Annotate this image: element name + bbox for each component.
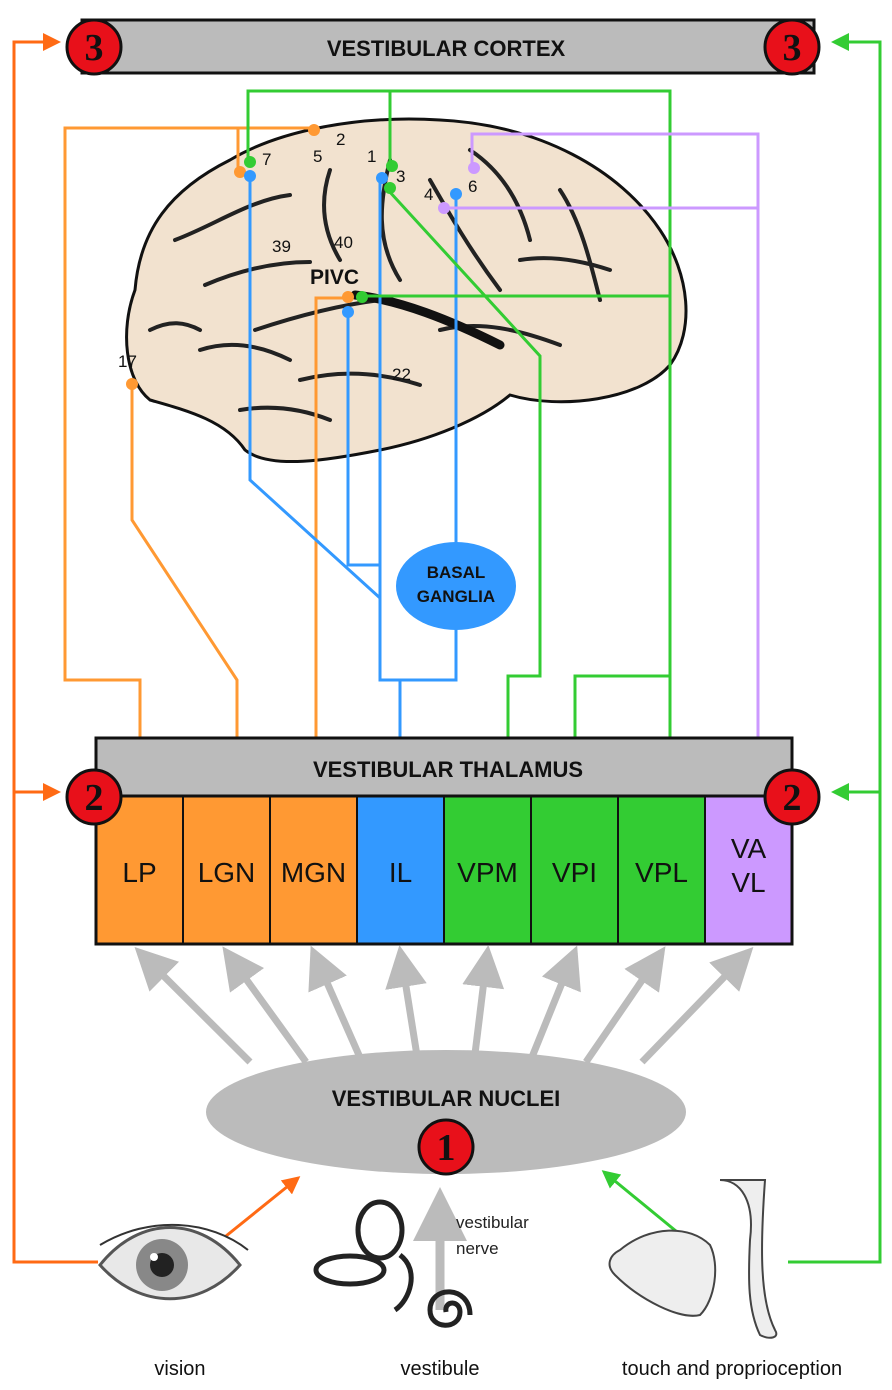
area-2-label: 2 bbox=[336, 130, 345, 149]
hand-and-leg-icon bbox=[608, 1179, 778, 1339]
area-4-label: 4 bbox=[424, 185, 433, 204]
level-badge-number: 2 bbox=[85, 777, 104, 819]
eye-icon bbox=[98, 1223, 249, 1301]
level-badge-number: 3 bbox=[85, 27, 104, 69]
thalamic-nucleus-label: VPM bbox=[457, 857, 518, 888]
level-badge bbox=[763, 18, 821, 76]
touch-proprioception-label: touch and proprioception bbox=[622, 1358, 842, 1380]
orange-pathways bbox=[63, 126, 348, 738]
vestibule-label: vestibule bbox=[401, 1358, 480, 1380]
area-5-label: 5 bbox=[313, 147, 322, 166]
thalamic-nucleus-label: MGN bbox=[281, 857, 346, 888]
basal-ganglia-label-2: GANGLIA bbox=[417, 587, 495, 606]
brain-illustration bbox=[125, 117, 688, 464]
nuclei-to-thalamus-arrows bbox=[134, 945, 754, 1065]
area-40-label: 40 bbox=[334, 233, 353, 252]
vestibular-cortex-title: VESTIBULAR CORTEX bbox=[327, 36, 566, 61]
brain-area-labels: 7 5 2 1 3 4 6 39 40 17 22 PIVC bbox=[118, 130, 477, 384]
proprioception-to-cortex-arrow bbox=[601, 33, 882, 1264]
gray-arrow bbox=[462, 945, 505, 1063]
vestibular-thalamus-title: VESTIBULAR THALAMUS bbox=[313, 757, 583, 782]
gray-arrow bbox=[308, 945, 366, 1064]
purple-pathways bbox=[445, 132, 760, 738]
gray-arrow bbox=[222, 946, 309, 1065]
pivc-label: PIVC bbox=[310, 266, 359, 289]
area-3-label: 3 bbox=[396, 167, 405, 186]
cortical-endpoints bbox=[126, 124, 480, 390]
area-6-label: 6 bbox=[468, 177, 477, 196]
inner-ear-icon bbox=[313, 1199, 473, 1328]
thalamic-nucleus-label: VPL bbox=[635, 857, 688, 888]
area-17-label: 17 bbox=[118, 352, 137, 371]
level-badge-number: 1 bbox=[437, 1127, 456, 1169]
green-pathways bbox=[246, 89, 672, 738]
level-badge bbox=[65, 768, 123, 826]
gray-arrow bbox=[385, 945, 427, 1063]
vestibular-nuclei-title: VESTIBULAR NUCLEI bbox=[332, 1086, 561, 1111]
vision-to-cortex-arrow bbox=[12, 33, 301, 1264]
gray-arrow bbox=[134, 947, 253, 1065]
thalamic-nucleus-cell bbox=[443, 795, 532, 945]
gray-arrow bbox=[639, 946, 754, 1065]
vestibular-nerve-label-1: vestibular bbox=[456, 1213, 529, 1232]
vestibular-nerve-label-2: nerve bbox=[456, 1239, 499, 1258]
blue-pathways bbox=[248, 175, 458, 738]
area-22-label: 22 bbox=[392, 365, 411, 384]
thalamic-nucleus-label: IL bbox=[389, 857, 412, 888]
thalamic-nucleus-cell bbox=[182, 795, 271, 945]
vestibular-nuclei bbox=[206, 1050, 686, 1174]
gray-arrow bbox=[526, 945, 581, 1064]
area-7-label: 7 bbox=[262, 150, 271, 169]
thalamic-nucleus-label: VPI bbox=[552, 857, 597, 888]
gray-arrow bbox=[583, 946, 666, 1064]
level-badge-number: 3 bbox=[783, 27, 802, 69]
basal-ganglia-label-1: BASAL bbox=[427, 563, 486, 582]
level-badge-number: 2 bbox=[783, 777, 802, 819]
area-1-label: 1 bbox=[367, 147, 376, 166]
level-badge bbox=[763, 768, 821, 826]
thalamic-nucleus-cell bbox=[95, 795, 184, 945]
area-39-label: 39 bbox=[272, 237, 291, 256]
basal-ganglia bbox=[396, 542, 516, 630]
level-badge bbox=[65, 18, 123, 76]
thalamic-nucleus-label: LP bbox=[122, 857, 156, 888]
thalamic-nuclei-frame bbox=[94, 794, 794, 946]
level-badge bbox=[417, 1118, 475, 1176]
vision-label: vision bbox=[154, 1358, 205, 1380]
thalamic-nucleus-label: LGN bbox=[198, 857, 256, 888]
